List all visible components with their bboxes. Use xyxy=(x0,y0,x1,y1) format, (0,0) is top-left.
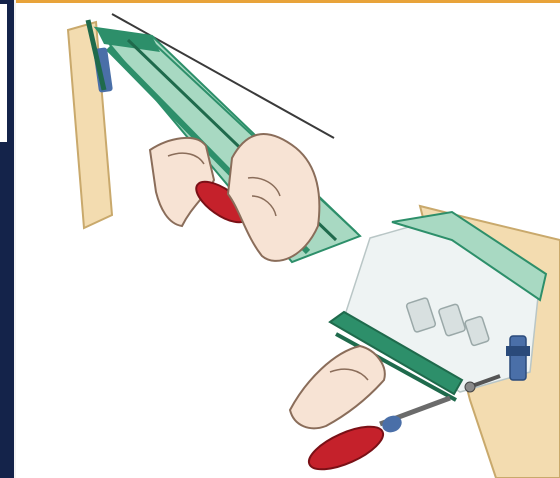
hand-icon xyxy=(228,134,319,261)
bracket-icon xyxy=(510,336,526,380)
hand-icon xyxy=(290,346,385,428)
mounting-head-rail-panel xyxy=(68,14,360,262)
bracket-clip xyxy=(506,346,530,356)
